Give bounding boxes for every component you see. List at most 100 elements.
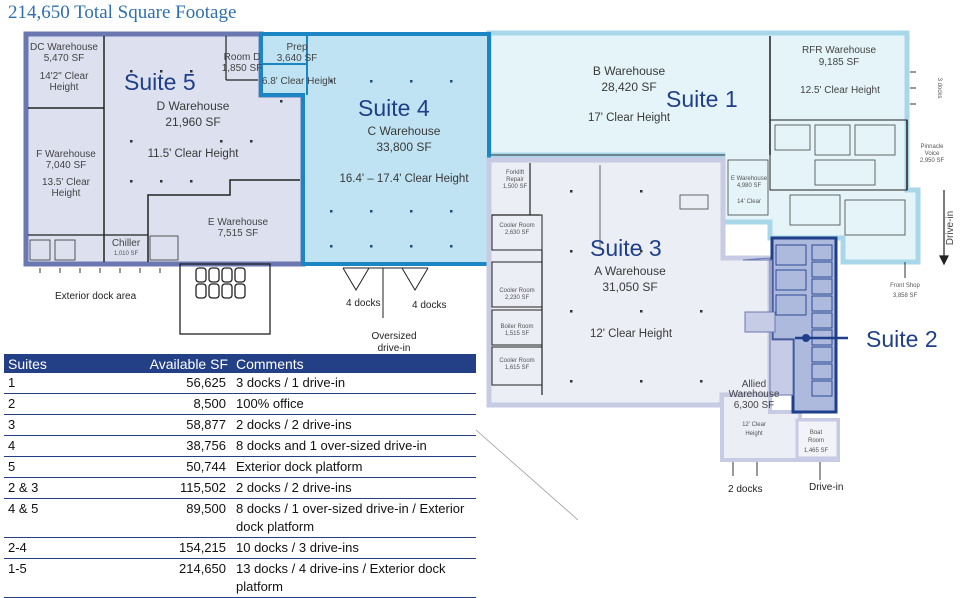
suite-cell: 5 xyxy=(4,456,122,478)
suite-1-label: Suite 1 xyxy=(666,86,738,112)
dc-warehouse-height-1: 14'2" Clear xyxy=(40,71,89,82)
prep-sf: 3,640 SF xyxy=(277,53,318,64)
boat-room-sf: 1,465 SF xyxy=(804,448,829,454)
front-shop-sf: 3,858 SF xyxy=(893,293,918,299)
e-warehouse-name: E Warehouse xyxy=(208,217,269,228)
docks-2-label: 2 docks xyxy=(728,484,762,495)
dc-warehouse-height-2: Height xyxy=(50,82,79,93)
suite-cell: 3 xyxy=(4,414,122,436)
comment-cell: 13 docks / 4 drive-ins / Exterior dock p… xyxy=(232,558,476,598)
a-warehouse-sf: 31,050 SF xyxy=(602,280,657,294)
comment-cell: 2 docks / 2 drive-ins xyxy=(232,414,476,436)
sf-cell: 115,502 xyxy=(122,477,232,499)
comment-cell: 8 docks and 1 over-sized drive-in xyxy=(232,435,476,457)
suite-2-area xyxy=(742,236,848,414)
c-warehouse-sf: 33,800 SF xyxy=(376,140,431,154)
prep-clear: 6.8' Clear Height xyxy=(262,76,336,87)
rfr-warehouse-sf: 9,185 SF xyxy=(819,57,860,68)
f-warehouse-height-2: Height xyxy=(52,188,81,199)
exterior-dock-area-label: Exterior dock area xyxy=(55,291,137,302)
table-row: 1-5 214,650 13 docks / 4 drive-ins / Ext… xyxy=(4,558,476,598)
allied-warehouse-height-2: Height xyxy=(745,431,763,437)
dc-warehouse-name: DC Warehouse xyxy=(30,42,98,53)
cooler-room-1-sf: 2,630 SF xyxy=(505,230,530,236)
drive-in-bottom-label: Drive-in xyxy=(809,482,843,493)
d-warehouse-sf: 21,960 SF xyxy=(165,115,220,129)
table-row: 5 50,744 Exterior dock platform xyxy=(4,456,476,478)
dock-markers-suite-3 xyxy=(732,462,821,480)
boiler-room-sf: 1,515 SF xyxy=(505,331,530,337)
boat-room-name-2: Room xyxy=(808,438,824,444)
cooler-room-3-name: Cooler Room xyxy=(499,358,534,364)
sf-cell: 58,877 xyxy=(122,414,232,436)
drive-in-arrow-right xyxy=(939,190,949,266)
suite-cell: 4 & 5 xyxy=(4,498,122,538)
forklift-repair-name-1: Forklift xyxy=(506,170,524,176)
comment-cell: Exterior dock platform xyxy=(232,456,476,478)
suite-1-dock-ticks xyxy=(910,71,916,105)
exterior-dock-platform xyxy=(179,263,271,335)
docks-3-label: 3 docks xyxy=(936,78,942,99)
suites-table: Suites Available SF Comments 1 56,625 3 … xyxy=(4,354,476,598)
a-warehouse-name: A Warehouse xyxy=(594,264,666,278)
b-warehouse-sf: 28,420 SF xyxy=(601,80,656,94)
suite-4-outline xyxy=(259,32,491,266)
pinnacle-voice-name-2: Voice xyxy=(925,151,940,157)
suite-cell: 1 xyxy=(4,373,122,394)
docks-4-right-label: 4 docks xyxy=(412,300,446,311)
c-warehouse-name: C Warehouse xyxy=(368,124,441,138)
table-row: 2 & 3 115,502 2 docks / 2 drive-ins xyxy=(4,477,476,499)
pinnacle-voice-sf: 2,950 SF xyxy=(920,158,945,164)
comment-cell: 10 docks / 3 drive-ins xyxy=(232,537,476,559)
suite-cell: 2-4 xyxy=(4,537,122,559)
oversized-drive-in-label-1: Oversized xyxy=(371,331,416,342)
cooler-room-2-name: Cooler Room xyxy=(499,288,534,294)
table-row: 4 & 5 89,500 8 docks / 1 over-sized driv… xyxy=(4,498,476,538)
comment-cell: 8 docks / 1 over-sized drive-in / Exteri… xyxy=(232,498,476,538)
page-title: 214,650 Total Square Footage xyxy=(8,2,237,23)
header-comments: Comments xyxy=(232,354,476,373)
forklift-repair-sf: 1,500 SF xyxy=(503,184,528,190)
f-warehouse-sf: 7,040 SF xyxy=(46,160,87,171)
rfr-warehouse-clear: 12.5' Clear Height xyxy=(800,85,880,96)
d-warehouse-clear: 11.5' Clear Height xyxy=(148,148,240,160)
suite-1-area xyxy=(486,30,921,265)
allied-warehouse-sf: 6,300 SF xyxy=(734,400,775,411)
c-warehouse-clear: 16.4' – 17.4' Clear Height xyxy=(339,173,469,185)
sf-cell: 50,744 xyxy=(122,456,232,478)
chiller-name: Chiller xyxy=(112,238,141,249)
e-warehouse-small-clear: 14' Clear xyxy=(737,199,761,205)
drive-in-right-label: Drive-in xyxy=(945,211,956,245)
cooler-room-3-sf: 1,615 SF xyxy=(505,365,530,371)
suite-4-label: Suite 4 xyxy=(358,95,430,121)
e-warehouse-small-sf: 4,980 SF xyxy=(737,183,762,189)
forklift-repair-name-2: Repair xyxy=(506,177,524,183)
front-shop-name: Front Shop xyxy=(890,283,920,289)
e-warehouse-sf: 7,515 SF xyxy=(218,228,259,239)
rfr-warehouse-name: RFR Warehouse xyxy=(802,45,877,56)
e-warehouse-small-name: E Warehouse xyxy=(731,176,768,182)
comment-cell: 3 docks / 1 drive-in xyxy=(232,373,476,394)
suite-2-label: Suite 2 xyxy=(866,326,938,352)
sf-cell: 214,650 xyxy=(122,558,232,598)
chiller-sf: 1,010 SF xyxy=(114,251,139,257)
table-row: 4 38,756 8 docks and 1 over-sized drive-… xyxy=(4,435,476,457)
suite-3-label: Suite 3 xyxy=(590,235,662,261)
a-warehouse-clear: 12' Clear Height xyxy=(590,328,673,340)
table-row: 2 8,500 100% office xyxy=(4,393,476,415)
b-warehouse-clear: 17' Clear Height xyxy=(588,112,671,124)
boiler-room-name: Boiler Room xyxy=(500,324,533,330)
table-header-row: Suites Available SF Comments xyxy=(4,354,476,373)
b-warehouse-name: B Warehouse xyxy=(593,64,666,78)
exterior-dock-ticks xyxy=(39,268,161,273)
suite-4-area xyxy=(259,32,491,266)
allied-warehouse-name-1: Allied xyxy=(742,379,766,390)
sf-cell: 154,215 xyxy=(122,537,232,559)
suite-cell: 4 xyxy=(4,435,122,457)
boat-room-name-1: Boat xyxy=(810,430,823,436)
docks-4-left-label: 4 docks xyxy=(346,298,380,309)
dc-warehouse-sf: 5,470 SF xyxy=(44,53,85,64)
d-warehouse-name: D Warehouse xyxy=(157,99,230,113)
allied-warehouse-name-2: Warehouse xyxy=(729,389,780,400)
